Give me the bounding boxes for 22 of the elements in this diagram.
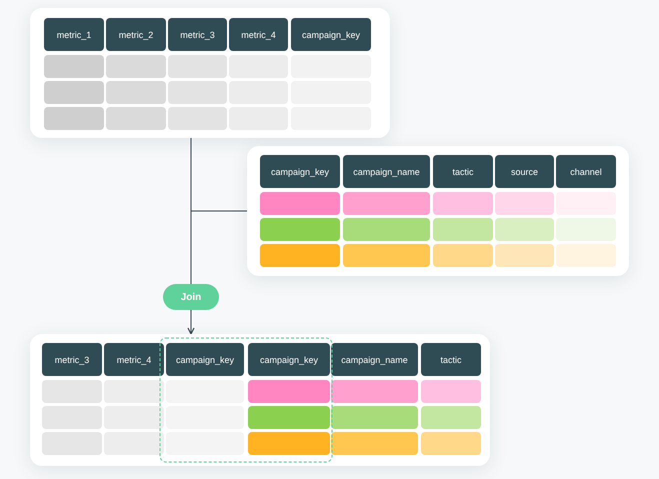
column-header: metric_4	[229, 18, 288, 51]
column-header: metric_3	[168, 18, 227, 51]
connector-line	[190, 210, 248, 284]
column-header: campaign_name	[343, 155, 430, 188]
column-header: metric_1	[44, 18, 104, 51]
column-header: source	[495, 155, 554, 188]
column-header: campaign_key	[291, 18, 371, 51]
column-header: campaign_name	[331, 343, 418, 376]
column-header: campaign_key	[248, 343, 330, 376]
join-pill: Join	[163, 284, 219, 310]
column-header: channel	[556, 155, 616, 188]
column-header: tactic	[421, 343, 481, 376]
column-header: tactic	[433, 155, 493, 188]
column-header: campaign_key	[260, 155, 340, 188]
column-header: metric_4	[104, 343, 164, 376]
table-card	[30, 8, 390, 138]
table-card	[247, 146, 629, 276]
arrow	[187, 310, 195, 335]
column-header: campaign_key	[166, 343, 244, 376]
column-header: metric_3	[42, 343, 102, 376]
column-header: metric_2	[106, 18, 166, 51]
table-card	[30, 334, 490, 466]
